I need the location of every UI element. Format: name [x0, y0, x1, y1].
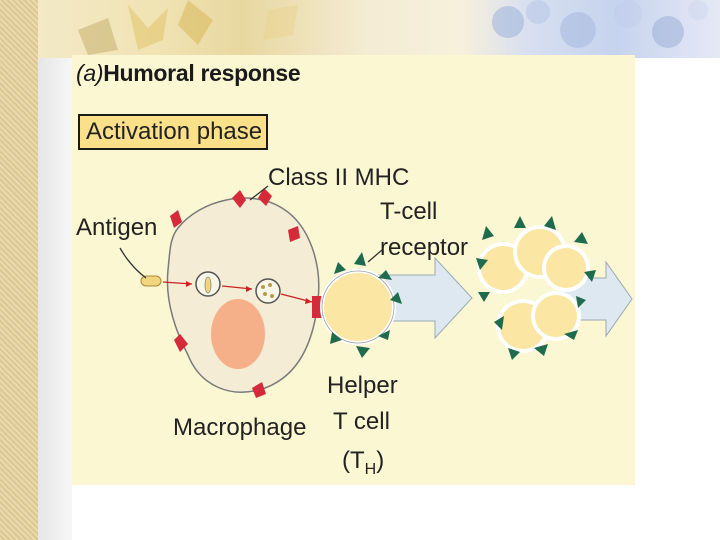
t-cell-receptors — [330, 252, 402, 358]
processing-vesicle — [255, 278, 281, 304]
class2-mhc-molecules — [170, 188, 322, 398]
mhc-leader — [249, 185, 269, 201]
antigen-particle — [140, 275, 162, 287]
tcr-leader — [367, 249, 383, 263]
slide-shadow-column — [38, 58, 72, 540]
macrophage-cell — [166, 197, 320, 393]
antigen-leader — [119, 247, 147, 279]
heading-tag: (a) — [76, 60, 104, 86]
macrophage-nucleus — [211, 299, 265, 369]
figure-heading: (a)Humoral response — [76, 60, 301, 87]
cluster-receptors — [476, 216, 596, 360]
banner-flowers-decoration — [78, 0, 708, 55]
left-texture-strip — [0, 0, 38, 540]
label-helper-line1: Helper — [327, 372, 398, 399]
label-class2-mhc: Class II MHC — [268, 164, 410, 191]
label-th: (TH) — [342, 447, 385, 478]
phase-label-box: Activation phase — [78, 114, 268, 150]
label-macrophage: Macrophage — [173, 414, 307, 441]
label-tcell-receptor-line1: T-cell — [380, 198, 438, 225]
heading-title: Humoral response — [103, 60, 301, 86]
label-antigen: Antigen — [76, 214, 158, 241]
label-tcell-receptor-line2: receptor — [380, 234, 469, 261]
proliferating-t-cells — [477, 225, 590, 353]
label-helper-line2: T cell — [333, 408, 390, 435]
